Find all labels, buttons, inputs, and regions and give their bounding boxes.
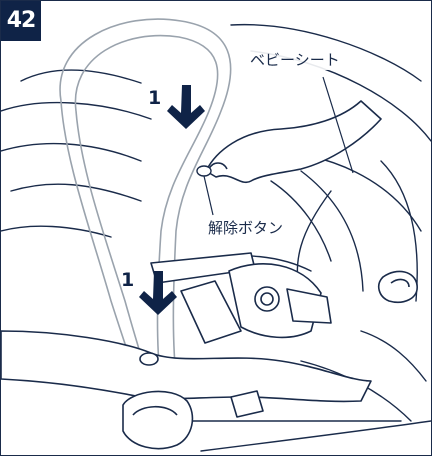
seat-top-contour xyxy=(230,23,422,82)
upper-hand xyxy=(205,100,382,184)
shell-contour xyxy=(1,101,152,120)
down-arrows xyxy=(139,85,205,315)
seat-callout-line xyxy=(322,76,354,174)
shell-contour xyxy=(1,225,112,238)
base-latch xyxy=(230,390,264,418)
down-arrow-icon xyxy=(167,85,205,129)
baby-seat-label: ベビーシート xyxy=(250,49,340,70)
seat-base-contour xyxy=(360,330,427,382)
lower-hand xyxy=(1,330,372,403)
handle-outline xyxy=(59,18,232,402)
shell-contour xyxy=(10,183,142,202)
lower-button-shape xyxy=(139,352,159,366)
step-badge: 42 xyxy=(1,1,41,41)
seat-contour xyxy=(300,170,364,292)
buckle-button xyxy=(254,286,280,312)
down-arrow-icon xyxy=(139,271,177,315)
buckle-part xyxy=(180,280,242,344)
strap-part xyxy=(286,288,332,324)
handle-base-knob xyxy=(122,390,194,450)
seat-contour xyxy=(270,180,332,262)
seat-contour xyxy=(380,160,418,302)
side-handle-slot xyxy=(377,270,418,303)
shell-contour xyxy=(1,142,142,162)
arrow-step-number: 1 xyxy=(148,87,162,109)
release-callout-line xyxy=(203,175,214,216)
release-button-shape xyxy=(196,165,212,177)
base-line xyxy=(200,420,431,452)
arrow-step-number: 1 xyxy=(121,269,135,291)
release-button-label: 解除ボタン xyxy=(208,217,284,238)
